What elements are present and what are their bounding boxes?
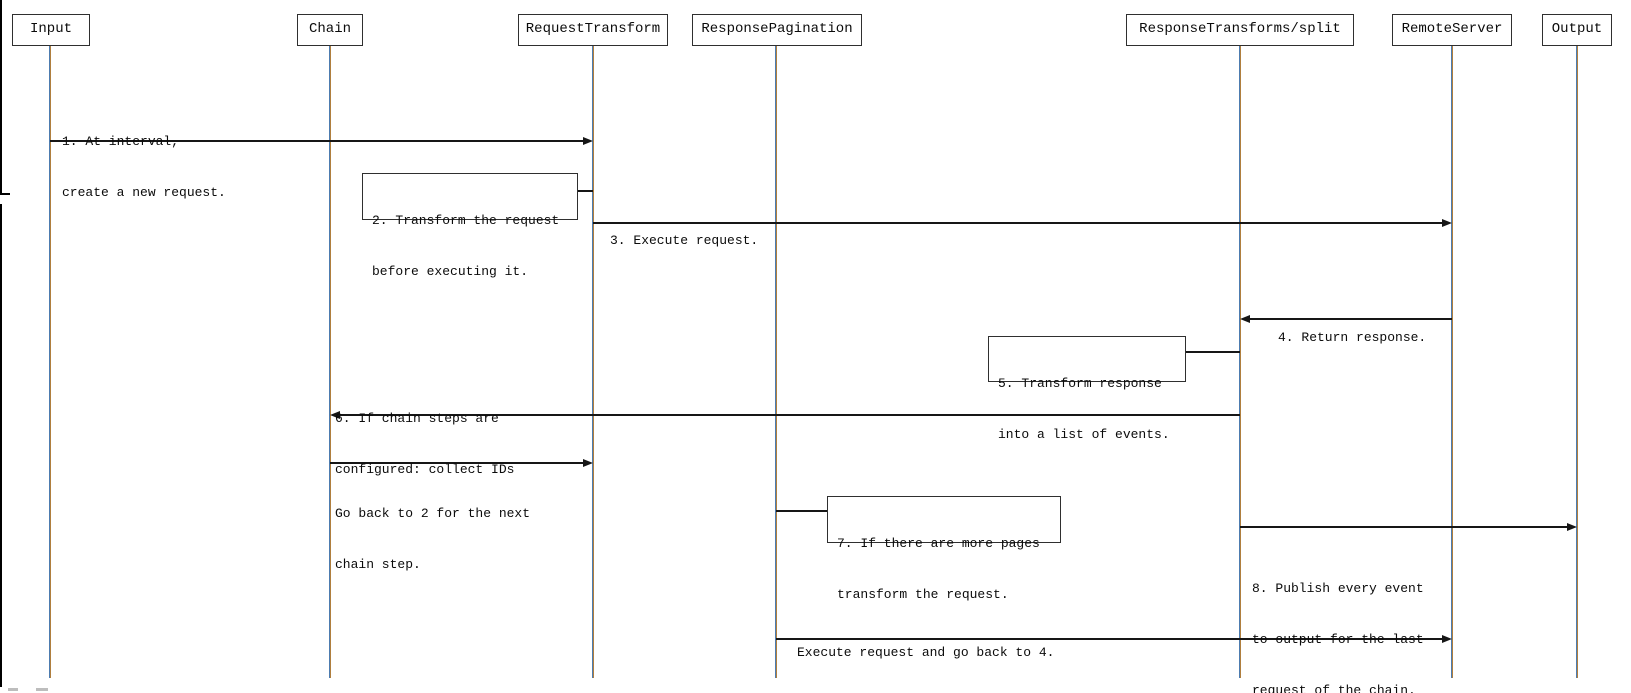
message-execute-again-label: Execute request and go back to 4. <box>797 610 1054 693</box>
note-2-line1: 2. Transform the request <box>372 213 560 228</box>
message-6-label-line2: configured: collect IDs <box>335 462 515 477</box>
lifeline-remote-server <box>1451 46 1453 678</box>
message-goback-arrow-line <box>330 462 584 464</box>
message-8-label-line1: 8. Publish every event <box>1252 581 1424 596</box>
message-3-arrow-line <box>593 222 1443 224</box>
note-5-connector <box>1186 351 1240 353</box>
message-execute-again-arrowhead-icon <box>1442 635 1452 643</box>
note-7-connector <box>776 510 827 512</box>
note-2-line2: before executing it. <box>372 264 529 279</box>
lifeline-chain <box>329 46 331 678</box>
actor-box-output: Output <box>1542 14 1612 46</box>
note-step-7: 7. If there are more pages transform the… <box>827 496 1061 602</box>
message-8-label: 8. Publish every event to output for the… <box>1252 546 1424 693</box>
message-goback-arrowhead-icon <box>583 459 593 467</box>
message-6-arrow-line <box>339 414 1240 416</box>
screenshot-artifact <box>8 688 18 691</box>
message-execute-again-label-line1: Execute request and go back to 4. <box>797 645 1055 660</box>
actor-box-response-pagination: ResponsePagination <box>692 14 862 46</box>
note-step-2: 2. Transform the request before executin… <box>362 173 578 279</box>
message-3-arrowhead-icon <box>1442 219 1452 227</box>
message-4-label: 4. Return response. <box>1278 295 1426 380</box>
actor-box-input: Input <box>12 14 90 46</box>
message-1-label-line1: 1. At interval, <box>62 134 180 149</box>
message-6-arrowhead-icon <box>330 411 340 419</box>
message-3-label-line1: 3. Execute request. <box>610 233 759 248</box>
message-4-arrowhead-icon <box>1240 315 1250 323</box>
actor-box-request-transform: RequestTransform <box>518 14 668 46</box>
lifeline-request-transform <box>592 46 594 678</box>
message-goback-label-line2: chain step. <box>335 557 421 572</box>
message-6-label-line1: 6. If chain steps are <box>335 411 499 426</box>
actor-box-response-transforms-split: ResponseTransforms/split <box>1126 14 1354 46</box>
message-8-arrow-line <box>1240 526 1568 528</box>
note-step-5: 5. Transform response into a list of eve… <box>988 336 1186 442</box>
message-1-arrowhead-icon <box>583 137 593 145</box>
note-2-connector <box>578 190 593 192</box>
lifeline-response-transforms-split <box>1239 46 1241 678</box>
lifeline-input <box>49 46 51 678</box>
message-1-arrow-line <box>50 140 584 142</box>
screenshot-artifact <box>36 688 48 691</box>
note-7-line1: 7. If there are more pages <box>837 536 1040 551</box>
window-edge-line-lower <box>0 204 2 687</box>
lifeline-response-pagination <box>775 46 777 678</box>
message-1-label: 1. At interval, create a new request. <box>62 99 226 235</box>
window-edge-tick <box>0 193 10 195</box>
note-5-line1: 5. Transform response <box>998 376 1162 391</box>
actor-box-remote-server: RemoteServer <box>1392 14 1512 46</box>
message-3-label: 3. Execute request. <box>610 198 758 283</box>
message-execute-again-arrow-line <box>776 638 1443 640</box>
message-8-arrowhead-icon <box>1567 523 1577 531</box>
message-8-label-line3: request of the chain. <box>1252 683 1416 693</box>
window-edge-line-upper <box>0 0 2 195</box>
actor-box-chain: Chain <box>297 14 363 46</box>
note-7-line2: transform the request. <box>837 587 1009 602</box>
message-4-label-line1: 4. Return response. <box>1278 330 1427 345</box>
message-1-label-line2: create a new request. <box>62 185 226 200</box>
message-goback-label-line1: Go back to 2 for the next <box>335 506 531 521</box>
note-5-line2: into a list of events. <box>998 427 1170 442</box>
message-goback-label: Go back to 2 for the next chain step. <box>335 471 530 607</box>
lifeline-output <box>1576 46 1578 678</box>
message-8-label-line2: to output for the last <box>1252 632 1424 647</box>
message-4-arrow-line <box>1248 318 1452 320</box>
message-6-label: 6. If chain steps are configured: collec… <box>335 376 514 512</box>
